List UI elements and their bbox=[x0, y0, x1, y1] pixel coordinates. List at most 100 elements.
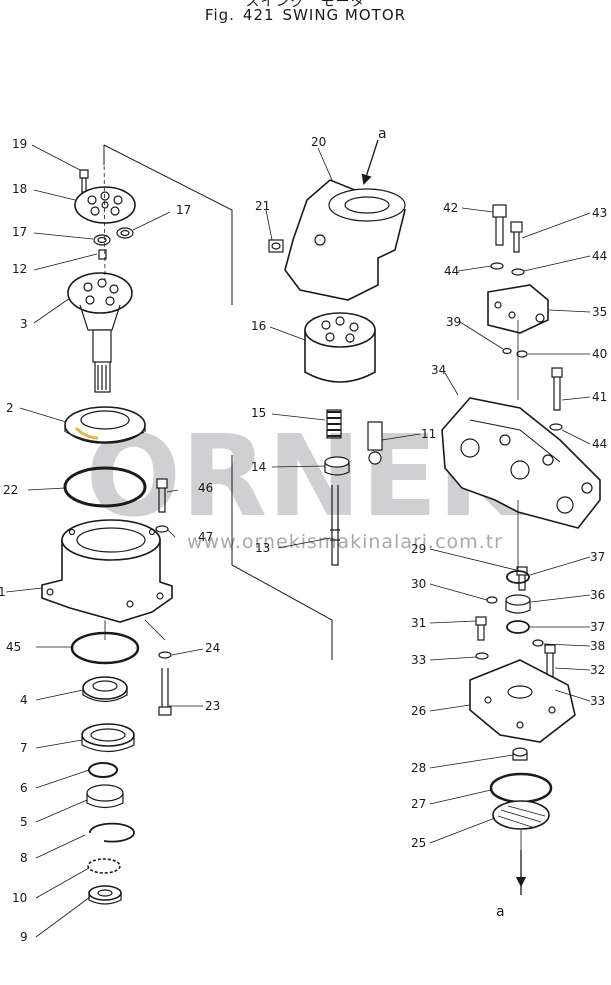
flow-arrow-bottom: a bbox=[496, 850, 527, 920]
part-43-bolt bbox=[510, 221, 523, 253]
part-26-cover bbox=[469, 659, 576, 743]
callout-42: 42 bbox=[443, 201, 458, 215]
callout-29: 29 bbox=[411, 542, 426, 556]
callout-4: 4 bbox=[20, 693, 28, 707]
callout-8: 8 bbox=[20, 851, 28, 865]
callout-15: 15 bbox=[251, 406, 266, 420]
callout-43: 43 bbox=[592, 206, 607, 220]
callout-11: 11 bbox=[421, 427, 436, 441]
part-16-cylinder-block bbox=[304, 312, 376, 383]
part-22-o-ring bbox=[63, 466, 147, 508]
part-10-lock-washer bbox=[87, 858, 121, 874]
callout-44-a: 44 bbox=[444, 264, 459, 278]
part-42-bolt bbox=[492, 204, 507, 246]
callout-1: 1 bbox=[0, 585, 6, 599]
callout-2: 2 bbox=[6, 401, 14, 415]
callout-17-left: 17 bbox=[12, 225, 27, 239]
callout-27: 27 bbox=[411, 797, 426, 811]
part-31-bolt bbox=[475, 616, 487, 641]
callout-47: 47 bbox=[198, 530, 213, 544]
part-1-housing bbox=[41, 519, 173, 623]
part-2-bearing bbox=[64, 406, 146, 444]
part-3-cylinder-shaft bbox=[67, 272, 133, 393]
part-37-o-ring-b bbox=[506, 620, 530, 634]
callout-38: 38 bbox=[590, 639, 605, 653]
callout-3: 3 bbox=[20, 317, 28, 331]
callout-19: 19 bbox=[12, 137, 27, 151]
callout-45: 45 bbox=[6, 640, 21, 654]
part-15-spring bbox=[326, 409, 342, 439]
callout-17-right: 17 bbox=[176, 203, 191, 217]
callout-5: 5 bbox=[20, 815, 28, 829]
callout-6: 6 bbox=[20, 781, 28, 795]
callout-40: 40 bbox=[592, 347, 607, 361]
callout-18: 18 bbox=[12, 182, 27, 196]
part-30-washer bbox=[486, 596, 498, 604]
callout-24: 24 bbox=[205, 641, 220, 655]
part-13-shaft bbox=[330, 485, 340, 566]
part-44-washer-b bbox=[511, 268, 525, 276]
part-9-nut bbox=[88, 885, 122, 905]
part-18-valve-plate bbox=[74, 186, 136, 224]
part-34-valve-assembly bbox=[441, 397, 601, 529]
fig-title: SWING MOTOR bbox=[282, 6, 407, 24]
part-5-collar bbox=[86, 784, 124, 809]
part-41-bolt bbox=[551, 367, 563, 411]
callout-9: 9 bbox=[20, 930, 28, 944]
callout-35: 35 bbox=[592, 305, 607, 319]
part-25-filter bbox=[492, 800, 550, 830]
callout-37-b: 37 bbox=[590, 620, 605, 634]
part-20-case bbox=[284, 179, 406, 301]
callout-31: 31 bbox=[411, 616, 426, 630]
callout-44-b: 44 bbox=[592, 249, 607, 263]
callout-23: 23 bbox=[205, 699, 220, 713]
callout-10: 10 bbox=[12, 891, 27, 905]
part-28-plug bbox=[512, 747, 528, 761]
callout-13: 13 bbox=[255, 541, 270, 555]
callout-25: 25 bbox=[411, 836, 426, 850]
callout-26: 26 bbox=[411, 704, 426, 718]
part-47-washer bbox=[155, 525, 169, 533]
callout-33-a: 33 bbox=[411, 653, 426, 667]
watermark-url: www.ornekismakinalari.com.tr bbox=[187, 531, 503, 553]
callout-34: 34 bbox=[431, 363, 446, 377]
part-17-bearing-left bbox=[93, 234, 111, 246]
flow-arrow-top: a bbox=[361, 126, 387, 185]
callout-30: 30 bbox=[411, 577, 426, 591]
flow-marker-top: a bbox=[378, 126, 387, 142]
part-6-ring bbox=[88, 762, 118, 778]
callout-labels: 19 18 17 17 12 3 2 22 1 45 4 7 6 5 8 10 … bbox=[0, 135, 607, 944]
part-17-bearing-right bbox=[116, 227, 134, 239]
part-7-bearing bbox=[81, 723, 135, 753]
part-14-collar bbox=[324, 456, 350, 476]
fig-prefix: Fig. bbox=[204, 6, 235, 24]
callout-22: 22 bbox=[3, 483, 18, 497]
callout-37-a: 37 bbox=[590, 550, 605, 564]
part-33-washer-a bbox=[475, 652, 489, 660]
part-19-screw bbox=[79, 169, 89, 193]
flow-marker-bottom: a bbox=[496, 904, 505, 920]
part-36-plug bbox=[505, 594, 531, 614]
part-44-washer-c bbox=[549, 423, 563, 431]
part-11-piston bbox=[367, 421, 383, 465]
part-12-pin bbox=[98, 249, 107, 260]
callout-41: 41 bbox=[592, 390, 607, 404]
part-40-ring bbox=[516, 350, 528, 358]
part-37-o-ring-a bbox=[506, 570, 530, 584]
part-8-snap-ring bbox=[89, 822, 135, 843]
part-4-bearing bbox=[82, 676, 128, 703]
part-21-plug bbox=[268, 239, 284, 253]
callout-46: 46 bbox=[198, 481, 213, 495]
callout-36: 36 bbox=[590, 588, 605, 602]
part-38-ring bbox=[532, 639, 544, 647]
callout-28: 28 bbox=[411, 761, 426, 775]
callout-14: 14 bbox=[251, 460, 266, 474]
part-39-ring bbox=[502, 347, 512, 355]
part-24-washer bbox=[158, 651, 172, 659]
callout-16: 16 bbox=[251, 319, 266, 333]
callout-44-c: 44 bbox=[592, 437, 607, 451]
callout-20: 20 bbox=[311, 135, 326, 149]
part-46-bolt bbox=[156, 478, 168, 513]
